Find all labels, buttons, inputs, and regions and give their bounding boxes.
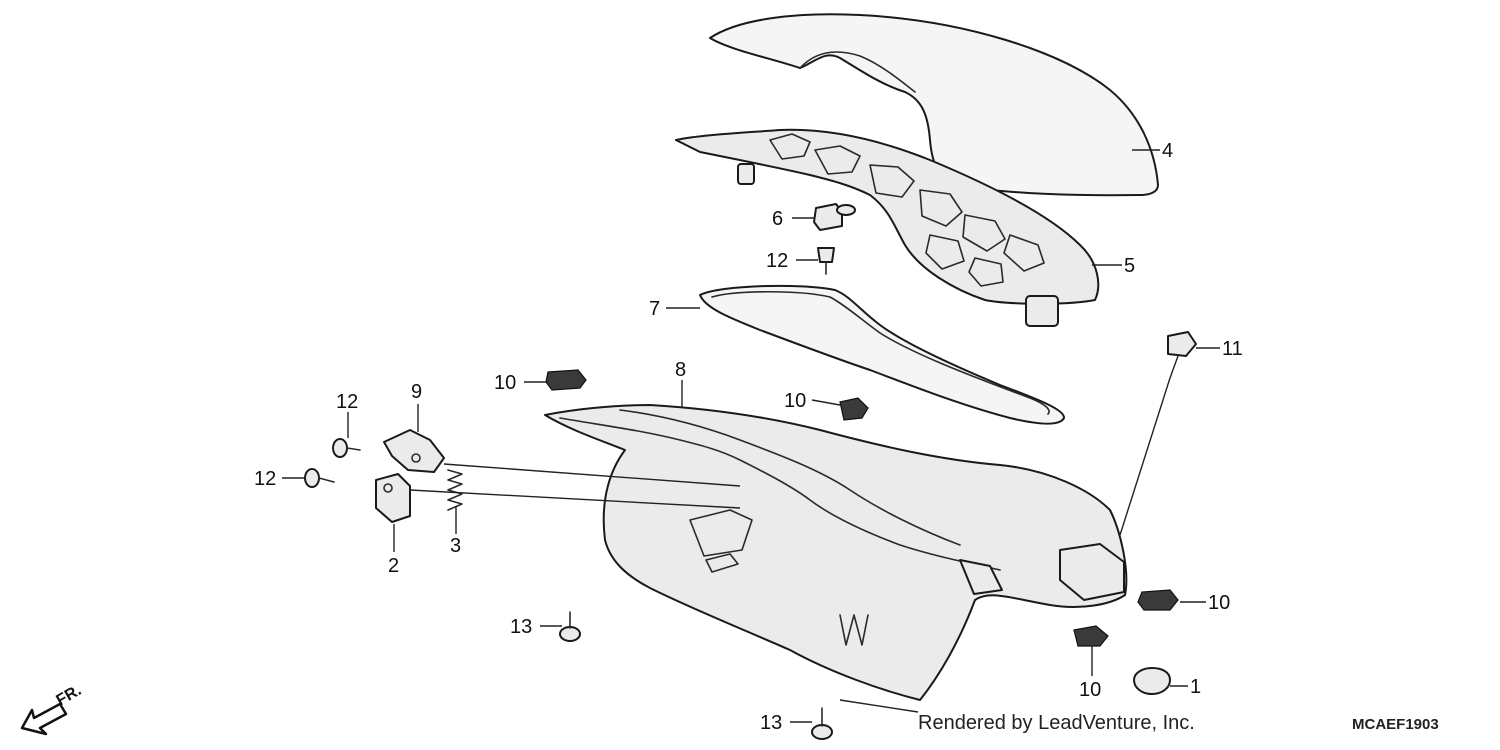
callout-7: 7 xyxy=(649,298,660,320)
part-10-clip-d[interactable] xyxy=(1073,625,1109,647)
callout-8: 8 xyxy=(675,359,686,381)
part-1-grommet[interactable] xyxy=(1133,667,1171,695)
part-2-latch[interactable] xyxy=(375,473,411,523)
diagram-code: MCAEF1903 xyxy=(1352,716,1439,733)
callout-10-left: 10 xyxy=(494,372,516,394)
callout-12-left-bottom: 12 xyxy=(254,468,276,490)
callout-1: 1 xyxy=(1190,676,1201,698)
callout-13-bottom: 13 xyxy=(760,712,782,734)
callout-12-top: 12 xyxy=(766,250,788,272)
part-11-bolt[interactable] xyxy=(1167,331,1197,379)
part-10-clip-b[interactable] xyxy=(839,397,869,421)
callout-2: 2 xyxy=(388,555,399,577)
callout-5: 5 xyxy=(1124,255,1135,277)
part-7-seal-ring[interactable] xyxy=(699,284,1065,425)
part-4-lid-cover[interactable] xyxy=(709,13,1159,197)
front-arrow-icon xyxy=(20,702,68,736)
callout-3: 3 xyxy=(450,535,461,557)
callout-9: 9 xyxy=(411,381,422,403)
callout-11: 11 xyxy=(1222,338,1243,360)
callout-10-bottom: 10 xyxy=(1079,679,1101,701)
callout-13-left: 13 xyxy=(510,616,532,638)
part-13-screw-b[interactable] xyxy=(811,707,833,740)
part-12-screw-a[interactable] xyxy=(817,247,835,275)
render-credit: Rendered by LeadVenture, Inc. xyxy=(918,712,1195,734)
callout-10-right: 10 xyxy=(1208,592,1230,614)
callout-labels: 4 5 6 12 7 8 10 10 10 10 11 9 12 12 2 3 … xyxy=(254,140,1243,734)
part-12-screw-b[interactable] xyxy=(332,438,361,458)
part-10-clip-c[interactable] xyxy=(1137,589,1179,611)
callout-4: 4 xyxy=(1162,140,1173,162)
leader-lines xyxy=(282,149,1220,723)
part-9-hinge-plate[interactable] xyxy=(383,429,445,473)
front-direction-indicator: FR. xyxy=(20,682,84,736)
callout-6: 6 xyxy=(772,208,783,230)
part-6-bracket[interactable] xyxy=(813,203,856,231)
part-5-inner-panel[interactable] xyxy=(675,128,1100,327)
callout-12-left-top: 12 xyxy=(336,391,358,413)
part-13-screw-a[interactable] xyxy=(559,611,581,642)
callout-10-center: 10 xyxy=(784,390,806,412)
part-8-housing[interactable] xyxy=(544,404,1128,701)
part-12-screw-c[interactable] xyxy=(304,468,335,488)
part-10-clip-a[interactable] xyxy=(545,369,587,391)
part-3-spring[interactable] xyxy=(447,469,463,511)
